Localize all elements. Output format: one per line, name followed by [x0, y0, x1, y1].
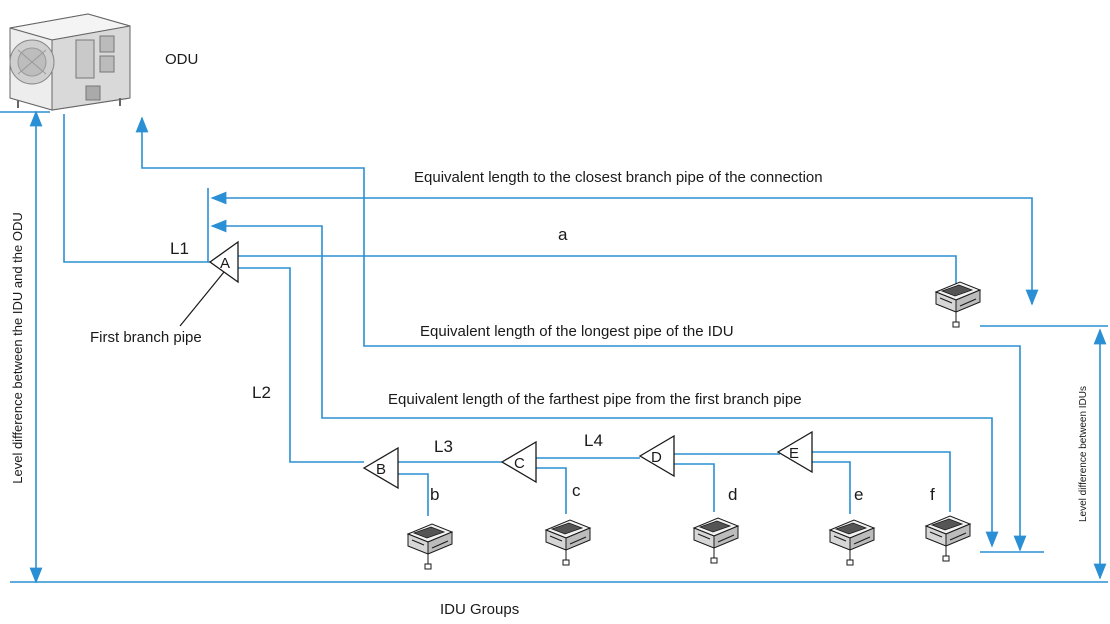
- indoor-unit-c-part: [565, 527, 591, 551]
- drop-d: [674, 463, 715, 512]
- idu-label-c: c: [572, 481, 581, 500]
- indoor-unit-c-part: [562, 559, 570, 566]
- drop-e: [812, 461, 851, 514]
- indoor-unit-e-part: [834, 522, 868, 535]
- indoor-unit-b-part: [411, 539, 425, 546]
- indoor-unit-e-part: [849, 527, 875, 551]
- drop-b: [398, 473, 429, 516]
- indoor-unit-e-part: [833, 535, 847, 542]
- branch-label-e: E: [789, 445, 799, 462]
- drop-c: [536, 467, 567, 514]
- indoor-unit-e-icon: [828, 519, 876, 566]
- indoor-unit-a-part: [939, 297, 953, 304]
- branch-label-d: D: [651, 449, 662, 466]
- indoor-unit-b-part: [427, 531, 453, 555]
- indoor-unit-e-part: [846, 559, 854, 566]
- indoor-unit-d-part: [713, 525, 739, 549]
- indoor-unit-f-icon: [924, 515, 972, 562]
- indoor-unit-d-part: [710, 557, 718, 564]
- indoor-unit-f-part: [945, 523, 971, 547]
- closest-branch-label: Equivalent length to the closest branch …: [414, 169, 823, 186]
- indoor-unit-f-part: [930, 518, 964, 531]
- indoor-unit-b-icon: [406, 523, 454, 570]
- branch-pipe-c: C: [500, 440, 537, 484]
- indoor-unit-a-part: [959, 298, 977, 307]
- indoor-unit-d-part: [697, 533, 711, 540]
- indoor-unit-d-part: [698, 520, 732, 533]
- indoor-unit-a-part: [940, 284, 974, 297]
- branch-label-c: C: [514, 455, 525, 472]
- branch-label-b: B: [376, 461, 386, 478]
- pipe-label-l3: L3: [434, 437, 453, 456]
- indoor-unit-b-part: [424, 563, 432, 570]
- idu-label-a: a: [558, 225, 568, 244]
- pipe-label-l1: L1: [170, 239, 189, 258]
- indoor-unit-a-icon: [934, 281, 982, 328]
- pipe-e-f: [812, 451, 951, 512]
- pipe-label-l4: L4: [584, 431, 603, 450]
- indoor-unit-f-part: [942, 555, 950, 562]
- idu-label-f: f: [930, 485, 935, 504]
- level-idus-label: Level difference between IDUs: [1078, 386, 1089, 522]
- outdoor-unit-icon: [9, 13, 131, 111]
- idu-label-e: e: [854, 485, 863, 504]
- indoor-unit-a-part: [955, 289, 981, 313]
- idu-groups-label: IDU Groups: [440, 601, 519, 618]
- level-idu-odu-label: Level difference between the IDU and the…: [10, 212, 25, 483]
- branch-pipe-d: D: [638, 434, 675, 478]
- pipe-l2: [236, 267, 364, 463]
- pipe-label-l2: L2: [252, 383, 271, 402]
- branch-pipe-b: B: [362, 446, 399, 490]
- indoor-unit-b-part: [431, 540, 449, 549]
- indoor-unit-f-part: [949, 532, 967, 541]
- indoor-unit-d-icon: [692, 517, 740, 564]
- branch-pipe-e: E: [776, 430, 813, 474]
- farthest-pipe-label: Equivalent length of the farthest pipe f…: [388, 391, 802, 408]
- indoor-unit-c-part: [549, 535, 563, 542]
- first-branch-pointer: [179, 271, 225, 327]
- indoor-unit-c-icon: [544, 519, 592, 566]
- first-branch-label: First branch pipe: [90, 329, 202, 346]
- idu-label-d: d: [728, 485, 737, 504]
- longest-pipe-label: Equivalent length of the longest pipe of…: [420, 323, 734, 340]
- indoor-unit-b-part: [412, 526, 446, 539]
- indoor-unit-e-part: [853, 536, 871, 545]
- farthest-pipe-dimension: [210, 219, 999, 548]
- indoor-unit-c-part: [569, 536, 587, 545]
- branch-label-a: A: [220, 255, 230, 272]
- branch-pipe-a: A: [208, 240, 239, 284]
- indoor-unit-f-part: [929, 531, 943, 538]
- closest-branch-dimension: [210, 191, 1039, 306]
- indoor-unit-a-part: [952, 321, 960, 328]
- odu-label: ODU: [165, 51, 198, 68]
- indoor-unit-c-part: [550, 522, 584, 535]
- indoor-unit-d-part: [717, 534, 735, 543]
- idu-label-b: b: [430, 485, 439, 504]
- pipe-a: [236, 255, 957, 292]
